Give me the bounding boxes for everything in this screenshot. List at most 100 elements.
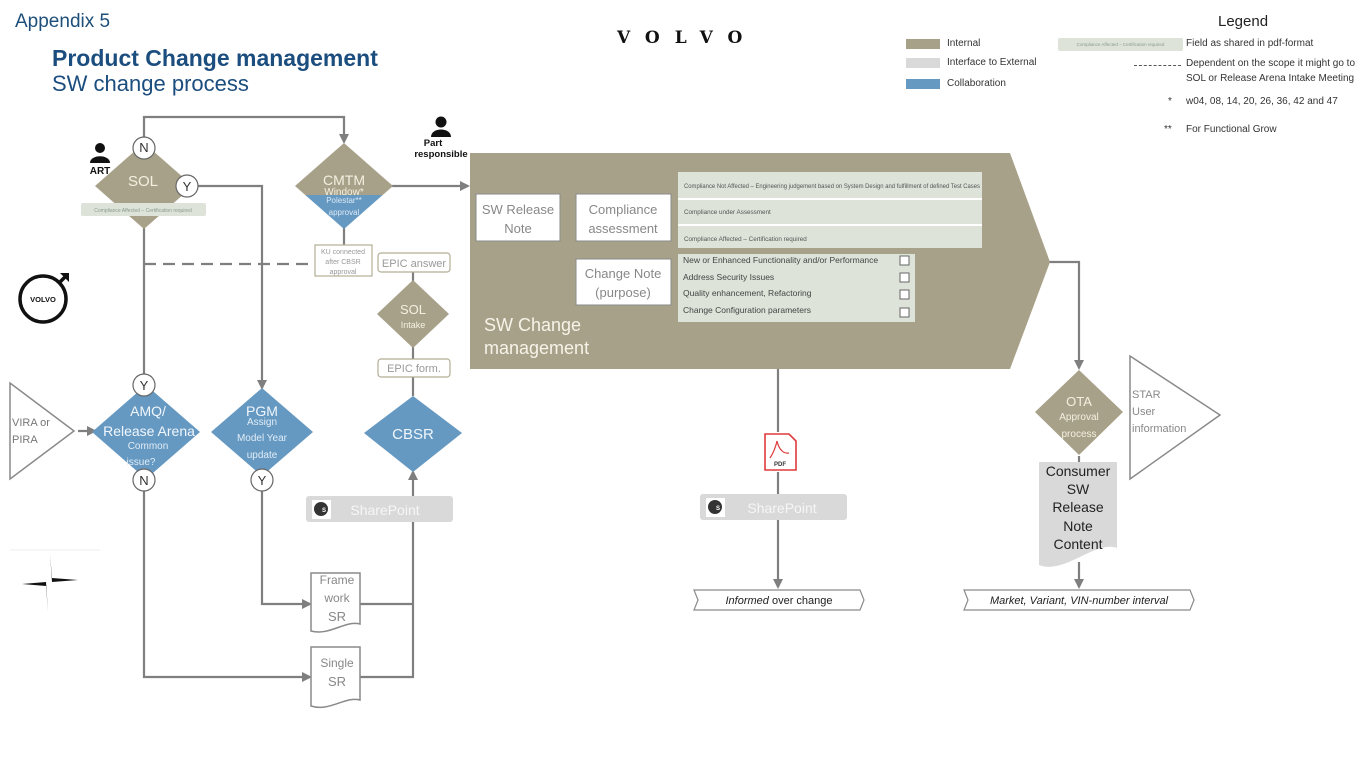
pgm-line3: Model Year <box>237 433 288 444</box>
page-title: Product Change management <box>52 45 378 71</box>
sol-yes-circle <box>175 174 199 198</box>
ota-line1: OTA <box>1066 394 1092 409</box>
consumer-line1: Consumer <box>1046 463 1111 479</box>
single-line1: Single <box>320 656 354 670</box>
sw-change-title-line2: management <box>484 338 589 358</box>
purpose-checkbox-2[interactable] <box>899 289 910 300</box>
sharepoint-left-icon <box>314 502 328 516</box>
connector-pgm-yes-to-framework <box>260 491 312 609</box>
connector-swchange-to-ota <box>1049 260 1084 370</box>
legend-star2-symbol: ** <box>1164 124 1172 135</box>
amq-yes-label: Y <box>140 378 149 393</box>
cmtm-line2: Window* <box>324 187 364 198</box>
legend-title: Legend <box>1218 13 1269 30</box>
sol-intake-diamond <box>377 280 449 348</box>
connector-sol-yes-to-pgm <box>197 184 267 390</box>
purpose-checkbox-1[interactable] <box>899 272 910 283</box>
sharepoint-left-bar <box>306 496 453 522</box>
release-note-line1: SW Release <box>482 202 554 217</box>
appendix-label: Appendix 5 <box>15 11 111 32</box>
cmtm-line4: approval <box>329 208 360 217</box>
sol-intake-subtitle: Intake <box>401 320 426 330</box>
vira-line1: VIRA or <box>12 417 50 429</box>
consumer-line5: Content <box>1053 536 1102 552</box>
ota-diamond <box>1035 370 1123 455</box>
sw-change-title-line1: SW Change <box>484 315 581 335</box>
purpose-checkbox-3[interactable] <box>899 307 910 318</box>
sol-compliance-field <box>81 203 206 216</box>
amq-diamond <box>92 385 200 479</box>
epic-form-box <box>377 358 451 378</box>
single-sr-doc <box>310 646 361 709</box>
compliance-option-0: Compliance Not Affected – Engineering ju… <box>684 183 980 190</box>
change-note-line1: Change Note <box>585 266 662 281</box>
vira-pira-triangle <box>9 381 76 481</box>
amq-line3: Common <box>128 441 169 452</box>
polestar-logo-icon <box>22 553 78 612</box>
legend-swatch-collaboration <box>906 79 940 89</box>
purpose-checkbox-0[interactable] <box>899 255 910 266</box>
legend-swatch-interface <box>906 58 940 68</box>
legend-label-internal: Internal <box>947 38 981 49</box>
legend-pdf-field-sample: Compliance Affected – Certification requ… <box>1058 38 1183 51</box>
legend-label-interface: Interface to External <box>947 57 1037 68</box>
role-part-line2: responsible <box>414 149 467 160</box>
legend-swatch-internal <box>906 39 940 49</box>
person-icon-part-responsible <box>431 116 451 137</box>
sol-field-text: Compliance Affected – Certification requ… <box>94 208 192 214</box>
pdf-label: PDF <box>774 462 786 468</box>
epic-form-text: EPIC form. <box>387 363 441 375</box>
connector-amq-no-to-single <box>142 491 312 682</box>
compliance-options-panel <box>678 172 982 248</box>
cmtm-line1: CMTM <box>323 172 365 188</box>
svg-text:S: S <box>322 508 326 514</box>
connector-sol-no-to-cmtm <box>142 115 349 148</box>
compliance-option-2: Compliance Affected – Certification requ… <box>684 236 807 243</box>
sharepoint-left-text: SharePoint <box>350 502 419 518</box>
consumer-note-doc <box>1039 462 1117 567</box>
informed-italic: Informed <box>725 595 769 607</box>
amq-line2: Release Arena <box>103 423 195 439</box>
change-note-box <box>575 258 672 306</box>
svg-text:S: S <box>716 506 720 512</box>
consumer-line4: Note <box>1063 518 1093 534</box>
single-line2: SR <box>328 674 346 689</box>
ku-line3: approval <box>330 269 357 276</box>
framework-line2: work <box>323 591 350 605</box>
purpose-option-1: Address Security Issues <box>683 272 774 282</box>
sol-title: SOL <box>128 173 158 190</box>
role-part-line1: Part <box>424 138 443 149</box>
sharepoint-mid-bar <box>700 494 847 520</box>
purpose-option-3: Change Configuration parameters <box>683 305 811 315</box>
consumer-line2: SW <box>1067 481 1090 497</box>
purpose-options-panel <box>678 254 915 322</box>
legend-star2-text: For Functional Grow <box>1186 124 1277 135</box>
volvo-iron-mark-icon: VOLVO <box>18 273 69 324</box>
person-icon-art <box>90 143 110 163</box>
pgm-diamond <box>211 388 313 476</box>
ota-line3: process <box>1061 429 1096 440</box>
pgm-line2: Assign <box>247 417 277 428</box>
amq-line4: issue? <box>127 457 156 468</box>
sw-release-note-box <box>475 193 561 242</box>
sharepoint-mid-icon <box>708 500 722 514</box>
volvo-wordmark: VOLVO <box>617 28 758 48</box>
change-note-line2: (purpose) <box>595 285 651 300</box>
svg-text:VOLVO: VOLVO <box>30 295 56 304</box>
star-line2: User <box>1132 406 1156 418</box>
compliance-option-1: Compliance under Assessment <box>684 209 771 216</box>
informed-text: Informed over change <box>725 595 832 607</box>
sol-no-label: N <box>139 140 148 155</box>
ku-connected-box <box>314 244 373 277</box>
compliance-line1: Compliance <box>589 202 658 217</box>
page-subtitle: SW change process <box>52 71 249 96</box>
amq-yes-circle <box>132 373 156 397</box>
release-note-line2: Note <box>504 221 531 236</box>
informed-rest: over change <box>769 595 833 607</box>
pdf-icon <box>764 433 797 471</box>
ku-line1: KU connected <box>321 249 365 256</box>
pgm-yes-label: Y <box>258 473 267 488</box>
legend-dashed-label-2: SOL or Release Arena Intake Meeting <box>1186 73 1355 84</box>
ota-line2: Approval <box>1059 412 1098 423</box>
legend-label-collaboration: Collaboration <box>947 78 1006 89</box>
